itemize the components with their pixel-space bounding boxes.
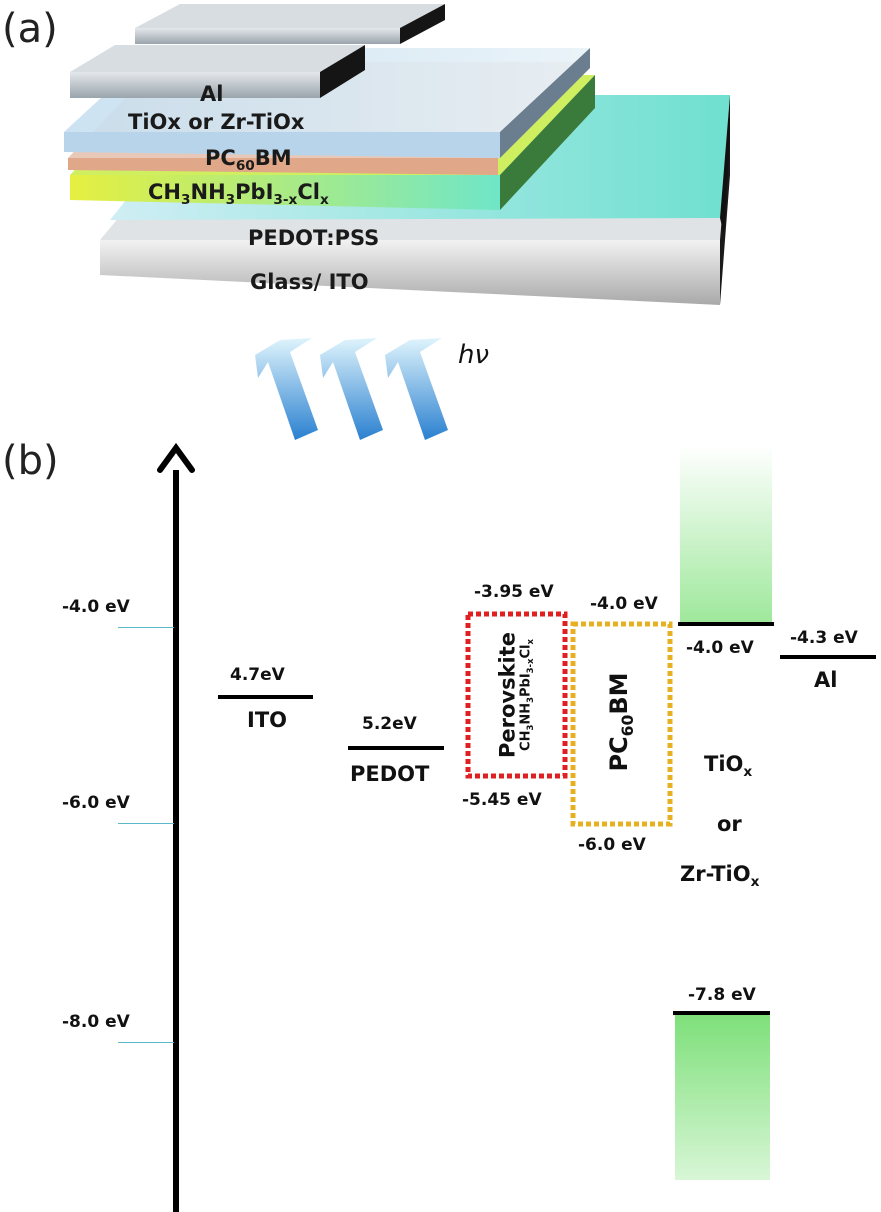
tiox-conduction-band (680, 445, 772, 625)
light-arrows (255, 338, 448, 440)
pedot-level-label: 5.2eV (362, 714, 417, 734)
tiox-cb-label: -4.0 eV (686, 638, 754, 658)
light-arrow-3 (385, 338, 448, 440)
pedot-label: PEDOT (350, 762, 430, 786)
al-electrode-2-side (400, 4, 445, 44)
tiox-front (64, 132, 500, 158)
perovskite-rotated-label: Perovskite CH3NH3PbI3-xClx (495, 631, 536, 759)
ito-level-label: 4.7eV (230, 665, 285, 685)
tiox-vb-label: -7.8 eV (688, 985, 756, 1005)
pedot-side (720, 95, 730, 235)
energy-axis-arrowhead (157, 442, 195, 473)
panel-a-label: (a) (2, 6, 58, 52)
perovskite-name: Perovskite (495, 631, 520, 759)
zr-tiox-label: Zr-TiOx (680, 862, 760, 891)
perovskite-formula: CH3NH3PbI3-xClx (518, 639, 536, 751)
layer-label-perovskite: CH3NH3PbI3-xClx (148, 180, 329, 209)
axis-label-4: -4.0 eV (62, 597, 130, 617)
al-electrode-2-front (135, 28, 400, 44)
layer-label-pedot: PEDOT:PSS (248, 226, 380, 250)
tiox-or-label: or (717, 812, 742, 836)
tiox-side (500, 48, 590, 158)
axis-tick-8 (118, 1042, 174, 1043)
tiox-valence-band (675, 1015, 770, 1180)
glass-front (100, 240, 720, 305)
al-level-label: -4.3 eV (790, 628, 858, 648)
perovskite-side (500, 75, 595, 210)
axis-tick-6 (118, 823, 174, 824)
tiox-label: TiOx (704, 752, 753, 781)
layer-label-pcbm: PC60BM (205, 146, 292, 175)
light-label: hν (458, 340, 490, 370)
ito-label: ITO (247, 708, 287, 732)
pcbm-homo-label: -6.0 eV (578, 835, 646, 855)
device-stack (64, 4, 730, 440)
light-arrow-1 (255, 338, 318, 440)
perovskite-lumo-label: -3.95 eV (474, 582, 554, 602)
axis-tick-4 (118, 627, 174, 628)
al-electrode-1-side (320, 45, 365, 98)
light-arrow-2 (320, 338, 383, 440)
axis-label-8: -8.0 eV (62, 1012, 130, 1032)
pcbm-rotated-label: PC60BM (605, 672, 637, 772)
layer-label-al: Al (200, 82, 224, 106)
al-electrode-1-front (70, 72, 320, 98)
perovskite-homo-label: -5.45 eV (462, 790, 542, 810)
panel-b-label: (b) (2, 438, 59, 484)
pcbm-front (68, 158, 498, 175)
perovskite-front (70, 175, 500, 210)
al-label: Al (814, 668, 838, 692)
pcbm-lumo-label: -4.0 eV (590, 594, 658, 614)
al-electrode-1-top (70, 45, 365, 72)
layer-label-glass: Glass/ ITO (250, 270, 369, 294)
al-electrode-2-top (135, 4, 445, 28)
axis-label-6: -6.0 eV (62, 793, 130, 813)
layer-label-tiox: TiOx or Zr-TiOx (128, 110, 305, 134)
